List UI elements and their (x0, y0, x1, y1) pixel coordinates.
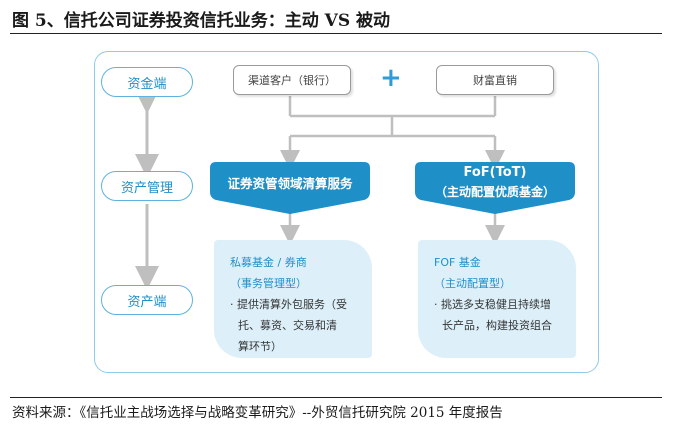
top-rule (10, 33, 662, 34)
active-box-line2: （主动配置优质基金） (434, 185, 555, 199)
passive-panel-line: 算环节） (238, 340, 282, 353)
active-panel-line: 长产品，构建投资组合 (442, 319, 552, 332)
diagram-frame (94, 51, 599, 373)
channel-clients-label: 渠道客户（银行） (248, 74, 336, 87)
passive-clearing-box: 证券资管领域清算服务 (210, 162, 370, 214)
passive-panel-line: · 提供清算外包服务（受 (230, 298, 347, 311)
passive-detail-panel: 私募基金 / 券商 （事务管理型） · 提供清算外包服务（受 托、募资、交易和清… (214, 240, 372, 358)
active-panel-subtitle: （主动配置型） (434, 277, 511, 290)
wealth-direct-sales-label: 财富直销 (473, 74, 517, 87)
channel-clients-box: 渠道客户（银行） (233, 65, 351, 95)
figure-source: 资料来源：《信托业主战场选择与战略变革研究》--外贸信托研究院 2015 年度报… (12, 405, 503, 421)
active-detail-panel: FOF 基金 （主动配置型） · 挑选多支稳健且持续增 长产品，构建投资组合 (418, 240, 576, 358)
active-fof-box: FoF(ToT) （主动配置优质基金） (415, 162, 575, 214)
passive-panel-title: 私募基金 / 券商 (230, 256, 307, 269)
wealth-direct-sales-box: 财富直销 (436, 65, 554, 95)
capital-side-pill: 资金端 (101, 67, 193, 97)
plus-sign: + (380, 63, 402, 93)
figure-title: 图 5、信托公司证券投资信托业务：主动 VS 被动 (12, 11, 391, 31)
active-box-line1: FoF(ToT) (463, 165, 527, 180)
asset-side-pill: 资产端 (101, 285, 193, 315)
asset-management-label: 资产管理 (120, 180, 173, 196)
passive-panel-subtitle: （事务管理型） (230, 277, 307, 290)
asset-management-pill: 资产管理 (101, 171, 193, 201)
active-panel-line: · 挑选多支稳健且持续增 (434, 298, 551, 311)
passive-panel-line: 托、募资、交易和清 (238, 319, 337, 332)
active-box-shape (415, 162, 575, 214)
bottom-rule (10, 397, 662, 398)
active-panel-title: FOF 基金 (434, 256, 481, 269)
capital-side-label: 资金端 (127, 76, 167, 92)
passive-box-label: 证券资管领域清算服务 (227, 176, 353, 191)
passive-box-shape (210, 162, 370, 214)
asset-side-label: 资产端 (127, 294, 167, 310)
